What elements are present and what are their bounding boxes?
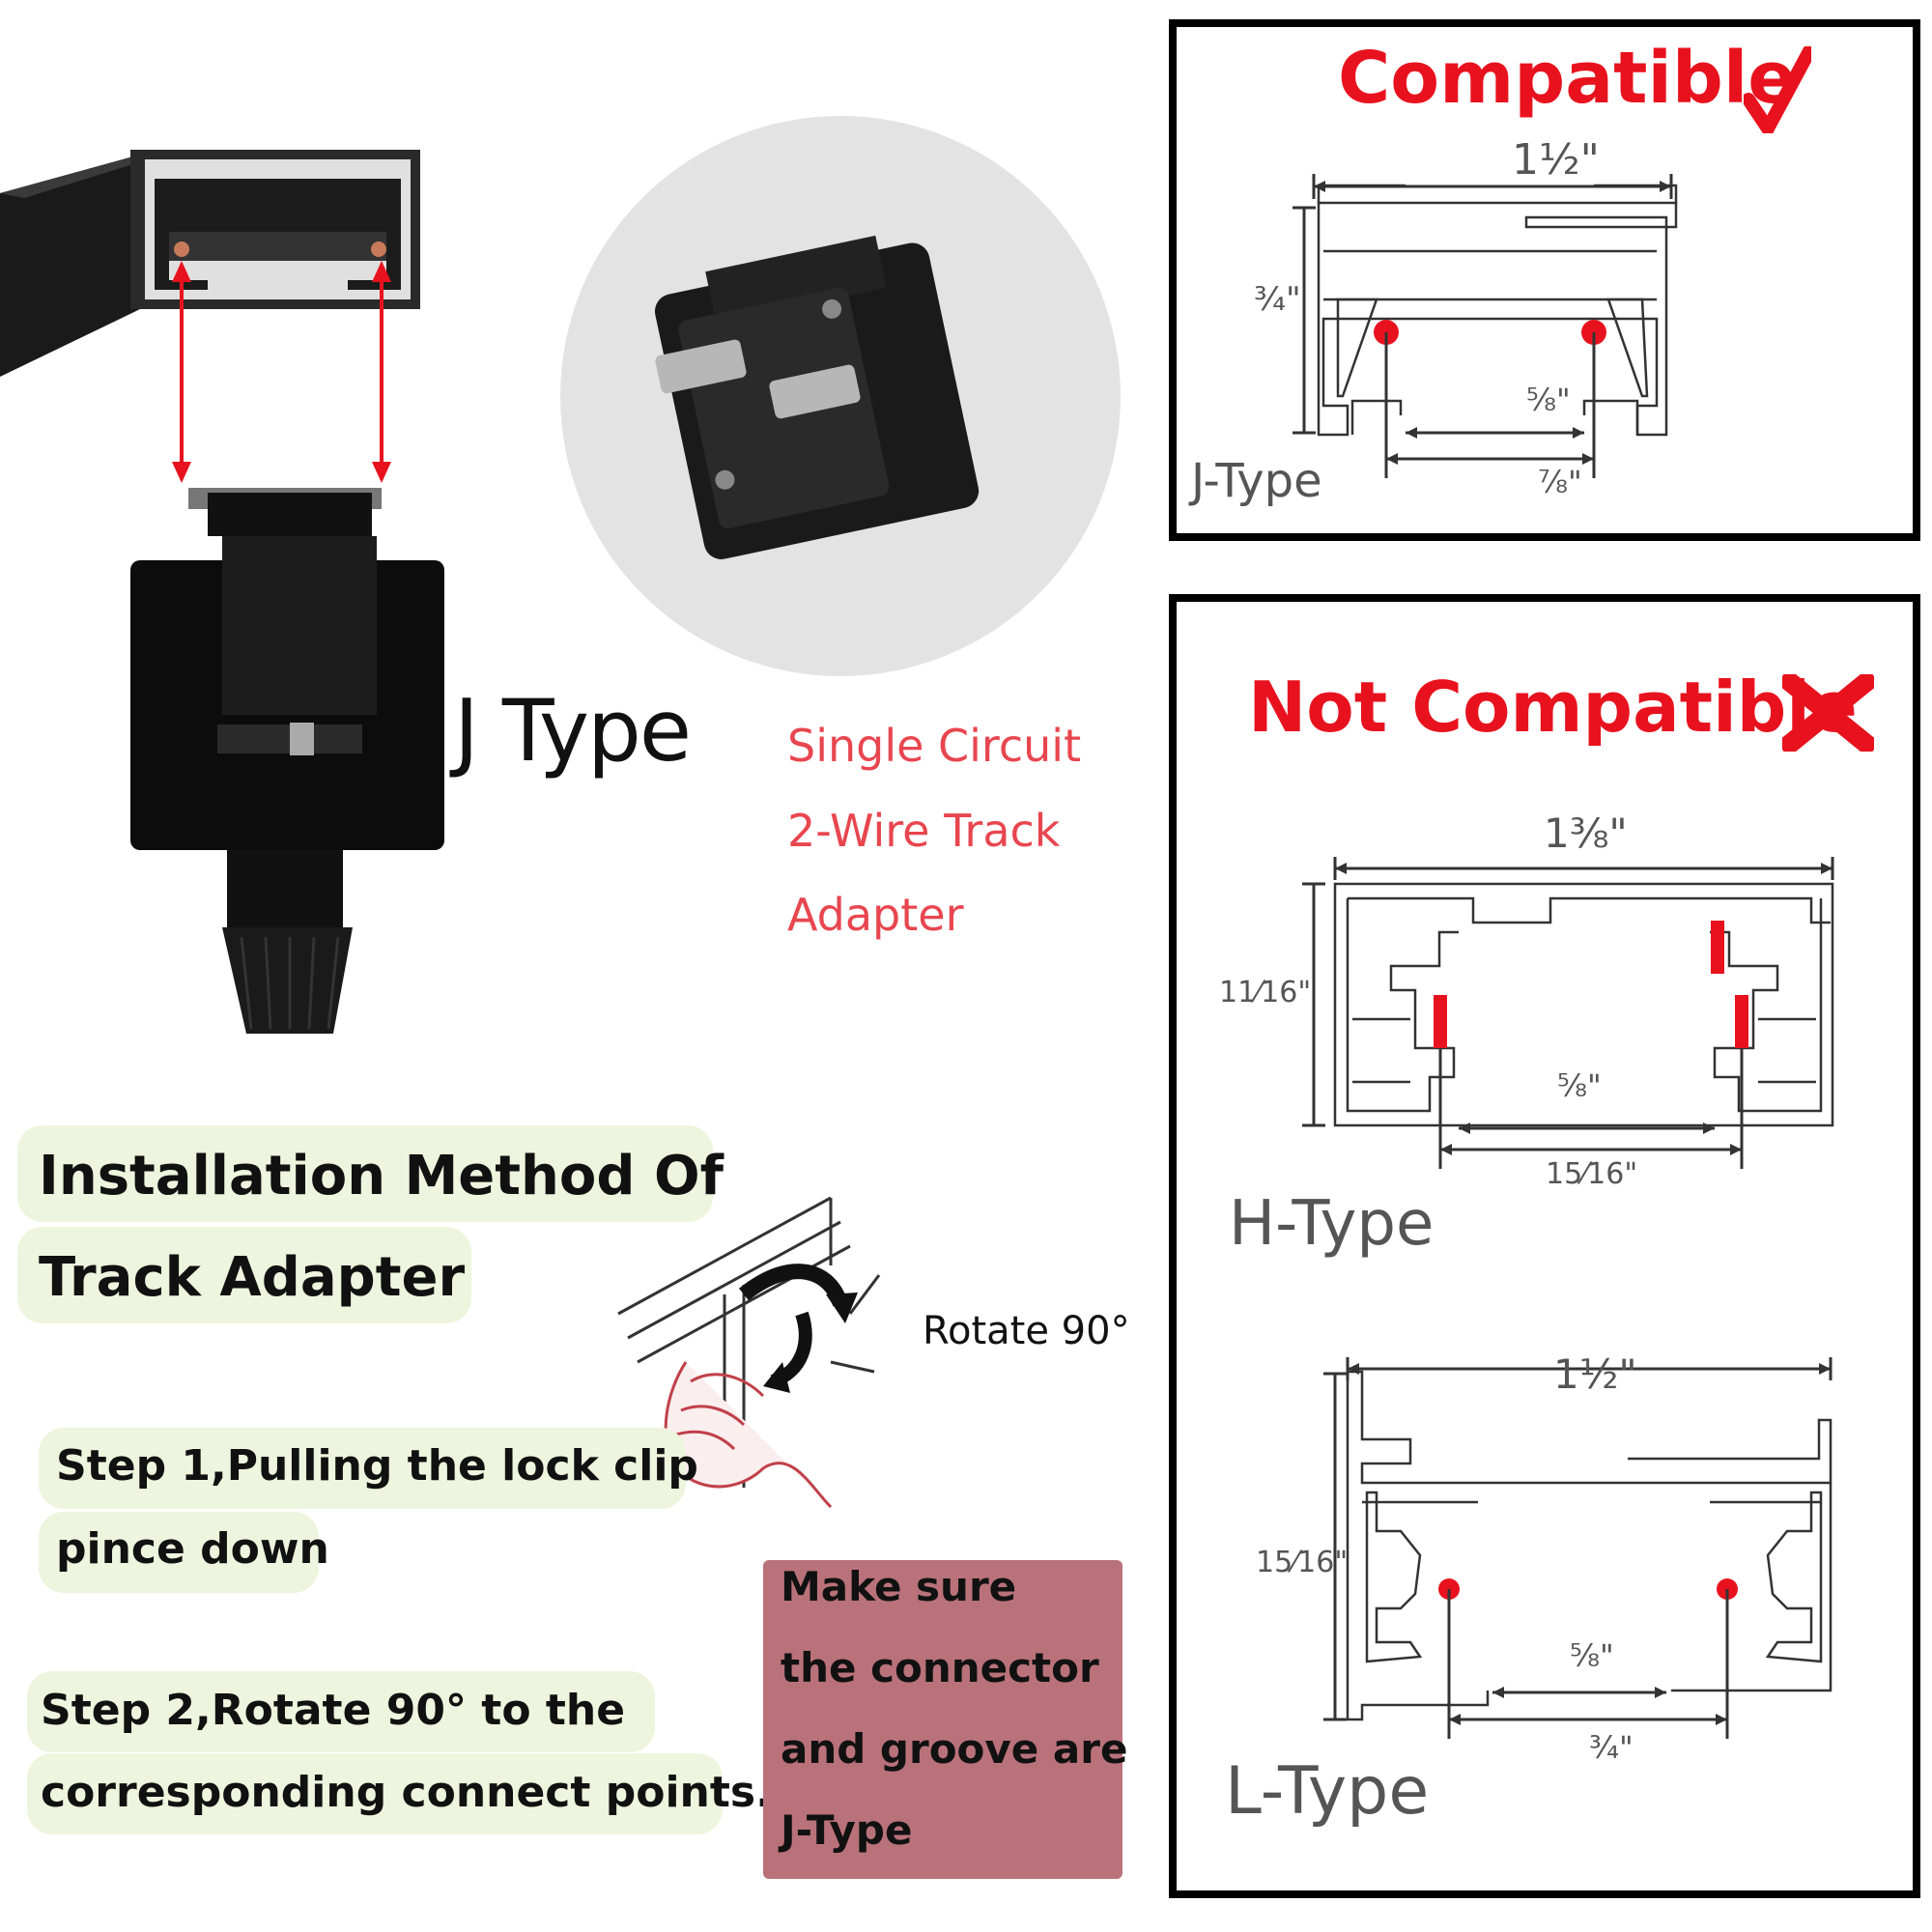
note-line3: and groove are	[781, 1725, 1128, 1773]
check-mark-icon	[1744, 46, 1811, 133]
h-type-label: H-Type	[1229, 1188, 1435, 1260]
cross-mark-icon	[1782, 674, 1874, 752]
j-height-dim: ¾"	[1254, 280, 1301, 319]
track-adapter-illustration	[0, 116, 1121, 1034]
j-width-dim: 1½"	[1512, 135, 1600, 185]
note-box	[763, 1560, 1122, 1879]
h-width-dim: 1⅜"	[1544, 810, 1628, 857]
rotate-hand-illustration	[617, 1196, 881, 1509]
product-type-label: J Type	[454, 681, 692, 781]
compatible-title: Compatible	[1338, 37, 1797, 120]
rotate-label: Rotate 90°	[923, 1309, 1130, 1353]
product-desc-line1: Single Circuit	[787, 720, 1082, 772]
j-type-label: J-Type	[1191, 454, 1322, 508]
l-type-label: L-Type	[1225, 1753, 1430, 1830]
j-contact-span-dim: ⅞"	[1538, 464, 1582, 500]
step1-line1: Step 1,Pulling the lock clip	[56, 1441, 698, 1491]
install-heading-bg-1	[17, 1125, 713, 1222]
product-desc-line2: 2-Wire Track	[787, 805, 1061, 857]
l-height-dim: 15⁄16"	[1256, 1546, 1349, 1579]
h-height-dim: 11⁄16"	[1219, 976, 1312, 1009]
l-inner-gap-dim: ⅝"	[1570, 1637, 1614, 1674]
install-heading-line1: Installation Method Of	[39, 1145, 724, 1208]
l-type-profile-diagram	[1323, 1357, 1833, 1739]
note-line2: the connector	[781, 1644, 1099, 1691]
not-compatible-panel	[1169, 594, 1920, 1898]
step2-line1: Step 2,Rotate 90° to the	[41, 1686, 626, 1735]
step2-line2: corresponding connect points.	[41, 1768, 772, 1817]
step1-bg-2	[39, 1512, 319, 1593]
install-heading-bg-2	[17, 1227, 471, 1323]
l-contact-span-dim: ¾"	[1589, 1729, 1634, 1766]
h-inner-gap-dim: ⅝"	[1557, 1067, 1602, 1104]
not-compatible-title: Not Compatible	[1248, 667, 1858, 748]
product-desc-line3: Adapter	[787, 889, 964, 941]
install-heading-line2: Track Adapter	[39, 1246, 466, 1309]
note-line1: Make sure	[781, 1563, 1017, 1610]
step2-bg-2	[27, 1753, 723, 1834]
j-inner-gap-dim: ⅝"	[1526, 382, 1571, 418]
step1-bg-1	[39, 1428, 686, 1509]
l-width-dim: 1½"	[1553, 1350, 1637, 1398]
h-type-profile-diagram	[1302, 857, 1834, 1169]
compatible-panel	[1169, 19, 1920, 541]
step2-bg-1	[27, 1671, 655, 1752]
step1-line2: pince down	[56, 1524, 329, 1574]
h-contact-span-dim: 15⁄16"	[1546, 1157, 1638, 1191]
note-line4: J-Type	[781, 1806, 913, 1854]
j-type-profile-diagram	[1293, 174, 1678, 478]
